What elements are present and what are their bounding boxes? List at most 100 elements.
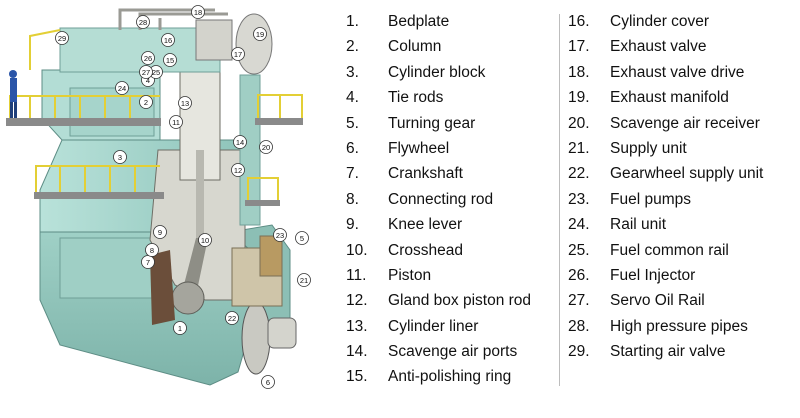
callout-circle	[191, 5, 205, 19]
legend-item-label: Crankshaft	[388, 165, 463, 183]
callout-circle	[231, 47, 245, 61]
callout-number: 11	[172, 118, 180, 127]
callout-number: 13	[181, 99, 189, 108]
legend-item-label: Supply unit	[610, 139, 687, 157]
callout-number: 5	[300, 234, 304, 243]
legend-item-number: 10.	[346, 241, 368, 259]
legend-item-label: Piston	[388, 266, 432, 284]
callout-number: 10	[201, 236, 209, 245]
callout-number: 27	[142, 68, 150, 77]
callout-number: 18	[194, 8, 202, 17]
legend-item-number: 13.	[346, 317, 368, 335]
crankshaft-shape	[171, 281, 205, 315]
callout-circle	[163, 53, 177, 67]
legend-item-label: Gearwheel supply unit	[610, 165, 764, 183]
callout-number: 14	[236, 138, 244, 147]
callout-circle	[259, 140, 273, 154]
legend-item: 5.Turning gear	[346, 111, 558, 136]
legend-item-number: 21.	[568, 139, 590, 157]
legend-item-number: 2.	[346, 38, 359, 56]
legend-item: 23. Fuel pumps	[568, 187, 798, 212]
callout-10: 10	[198, 233, 212, 247]
legend-item: 12.Gland box piston rod	[346, 288, 558, 313]
legend-item-label: Scavenge air ports	[388, 343, 518, 361]
legend-item-number: 17.	[568, 38, 590, 56]
legend-item-number: 9.	[346, 216, 359, 234]
callout-5: 5	[295, 231, 309, 245]
callout-29: 29	[55, 31, 69, 45]
callout-number: 25	[152, 68, 160, 77]
legend-item-label: Servo Oil Rail	[610, 292, 705, 310]
piston-rod-shape	[196, 150, 204, 240]
legend-item-number: 14.	[346, 343, 368, 361]
legend-item: 11.Piston	[346, 263, 558, 288]
legend-item: 1.Bedplate	[346, 9, 558, 34]
callout-number: 16	[164, 36, 172, 45]
callout-number: 4	[146, 76, 150, 85]
callout-number: 17	[234, 50, 242, 59]
legend-item: 2.Column	[346, 34, 558, 59]
legend-item: 15.Anti-polishing ring	[346, 364, 558, 389]
legend-item-label: Fuel Injector	[610, 266, 696, 284]
legend-item-number: 4.	[346, 89, 359, 107]
callout-circle	[273, 228, 287, 242]
middle-platform	[34, 192, 164, 199]
legend-item: 20.Scavenge air receiver	[568, 111, 798, 136]
callout-circle	[161, 33, 175, 47]
callout-circle	[225, 311, 239, 325]
callout-circle	[295, 231, 309, 245]
legend-item-label: Exhaust valve drive	[610, 63, 745, 81]
callout-11: 11	[169, 115, 183, 129]
callout-number: 28	[139, 18, 147, 27]
callout-number: 1	[178, 324, 182, 333]
callout-3: 3	[113, 150, 127, 164]
fuel-pumps-shape	[259, 235, 283, 277]
exhaust-valve-shape	[195, 19, 233, 61]
legend-item-number: 16.	[568, 13, 590, 30]
callout-12: 12	[231, 163, 245, 177]
callout-27: 27	[139, 65, 153, 79]
legend-item-label: Crosshead	[388, 241, 463, 259]
callout-23: 23	[273, 228, 287, 242]
callout-13: 13	[178, 96, 192, 110]
legend-item: 7. Crankshaft	[346, 161, 558, 186]
engine-drawing: 1234567891011121314151617181920212223242…	[6, 5, 311, 389]
callout-number: 7	[146, 258, 150, 267]
legend-item-label: Cylinder block	[388, 63, 486, 81]
callout-number: 19	[256, 30, 264, 39]
legend-item-label: Anti-polishing ring	[388, 368, 512, 386]
callout-circle	[198, 233, 212, 247]
legend-divider	[559, 14, 560, 386]
legend-item: 29.Starting air valve	[568, 339, 798, 364]
callout-21: 21	[297, 273, 311, 287]
callout-9: 9	[153, 225, 167, 239]
legend-item-label: High pressure pipes	[610, 317, 748, 335]
callout-number: 2	[144, 98, 148, 107]
callout-number: 15	[166, 56, 174, 65]
legend-item-label: Flywheel	[388, 139, 450, 157]
legend-item-number: 19.	[568, 89, 590, 107]
legend-item-number: 7.	[346, 165, 359, 183]
legend-item-label: Fuel pumps	[610, 190, 691, 208]
callout-circle	[136, 15, 150, 29]
callout-14: 14	[233, 135, 247, 149]
callout-18: 18	[191, 5, 205, 19]
callout-7: 7	[141, 255, 155, 269]
legend-item: 22.Gearwheel supply unit	[568, 161, 798, 186]
callout-circle	[113, 150, 127, 164]
callout-circle	[55, 31, 69, 45]
callout-circle	[169, 115, 183, 129]
legend-item-number: 23.	[568, 190, 590, 208]
person-figure	[9, 70, 17, 118]
legend-item: 17.Exhaust valve	[568, 34, 798, 59]
callout-number: 22	[228, 314, 236, 323]
callout-1: 1	[173, 321, 187, 335]
legend-item: 18.Exhaust valve drive	[568, 60, 798, 85]
callout-circle	[145, 243, 159, 257]
callout-2: 2	[139, 95, 153, 109]
callout-number: 20	[262, 143, 270, 152]
legend-item: 13.Cylinder liner	[346, 314, 558, 339]
callout-26: 26	[141, 51, 155, 65]
